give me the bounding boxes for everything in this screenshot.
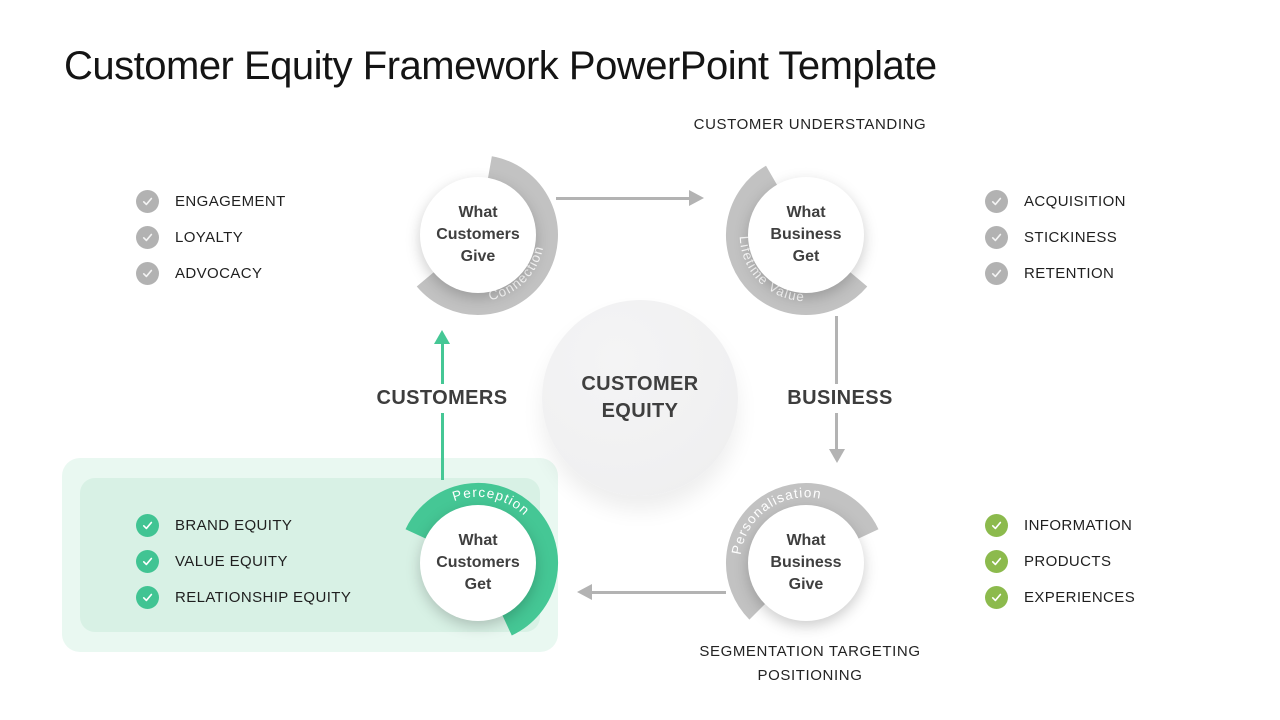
- node-graphic: Lifetime Value: [726, 165, 868, 316]
- check-circle-icon: [136, 261, 159, 285]
- list-customers-give: ENGAGEMENT LOYALTY ADVOCACY: [136, 183, 286, 291]
- list-item-label: RELATIONSHIP EQUITY: [175, 588, 352, 606]
- list-item: LOYALTY: [136, 219, 286, 255]
- check-circle-icon: [136, 513, 159, 537]
- lifetime-value-arc: [726, 165, 868, 316]
- arrow-up-icon: [434, 330, 450, 344]
- node-label-what-customers-give: What Customers Give: [436, 204, 520, 265]
- check-circle-icon: [136, 585, 159, 609]
- list-item-label: ADVOCACY: [175, 264, 263, 282]
- list-item-label: LOYALTY: [175, 228, 244, 246]
- arrow-right-icon: [689, 190, 704, 206]
- node-graphic: Perception: [405, 482, 559, 636]
- list-customer-equity-types: BRAND EQUITY VALUE EQUITY RELATIONSHIP E…: [136, 507, 351, 615]
- check-circle-icon: [985, 189, 1008, 213]
- list-item: RELATIONSHIP EQUITY: [136, 579, 351, 615]
- check-circle-icon: [985, 585, 1008, 609]
- arrow-down-icon: [829, 449, 845, 463]
- arrow-line-top: [556, 197, 690, 200]
- node-label-what-customers-get: What Customers Get: [436, 532, 520, 593]
- list-item-label: STICKINESS: [1024, 228, 1118, 246]
- check-circle-icon: [136, 549, 159, 573]
- node-circle: [748, 177, 864, 293]
- list-item: INFORMATION: [985, 507, 1135, 543]
- customer-equity-label: CUSTOMER EQUITY: [581, 373, 699, 422]
- node-graphic: Personalisation: [726, 483, 879, 621]
- check-circle-icon: [985, 513, 1008, 537]
- node-graphic: Connection: [416, 156, 558, 315]
- list-item-label: INFORMATION: [1024, 516, 1133, 534]
- axis-label-customers: CUSTOMERS: [368, 384, 516, 413]
- check-circle-icon: [136, 189, 159, 213]
- arrow-line-bottom: [590, 591, 726, 594]
- check-circle-icon: [985, 225, 1008, 249]
- connection-arc: [416, 156, 558, 315]
- list-item: RETENTION: [985, 255, 1126, 291]
- arrow-left-icon: [577, 584, 592, 600]
- node-what-customers-give: Connection What Customers Give: [393, 150, 563, 320]
- list-item-label: ENGAGEMENT: [175, 192, 286, 210]
- list-item-label: EXPERIENCES: [1024, 588, 1136, 606]
- list-business-give: INFORMATION PRODUCTS EXPERIENCES: [985, 507, 1135, 615]
- list-item-label: ACQUISITION: [1024, 192, 1126, 210]
- axis-label-business: BUSINESS: [780, 384, 900, 413]
- customer-equity-circle: CUSTOMER EQUITY: [542, 300, 738, 496]
- node-label-what-business-get: What Business Get: [770, 204, 842, 265]
- node-what-business-give: Personalisation What Business Give: [721, 478, 891, 648]
- list-item: EXPERIENCES: [985, 579, 1135, 615]
- list-item-label: PRODUCTS: [1024, 552, 1112, 570]
- node-what-business-get: Lifetime Value What Business Get: [721, 150, 891, 320]
- list-business-get: ACQUISITION STICKINESS RETENTION: [985, 183, 1126, 291]
- list-item: VALUE EQUITY: [136, 543, 351, 579]
- list-item: PRODUCTS: [985, 543, 1135, 579]
- node-circle: [420, 177, 536, 293]
- list-item-label: BRAND EQUITY: [175, 516, 293, 534]
- perception-arc: [405, 482, 559, 636]
- arrow-line-right: [835, 316, 838, 451]
- check-circle-icon: [985, 549, 1008, 573]
- list-item: BRAND EQUITY: [136, 507, 351, 543]
- list-item-label: VALUE EQUITY: [175, 552, 288, 570]
- list-item: STICKINESS: [985, 219, 1126, 255]
- caption-customer-understanding: CUSTOMER UNDERSTANDING: [693, 116, 927, 133]
- list-item: ENGAGEMENT: [136, 183, 286, 219]
- check-circle-icon: [985, 261, 1008, 285]
- caption-segmentation-targeting-positioning: SEGMENTATION TARGETING POSITIONING: [699, 643, 921, 684]
- node-what-customers-get: Perception What Customers Get: [393, 478, 563, 648]
- list-item: ACQUISITION: [985, 183, 1126, 219]
- personalisation-arc: [726, 483, 879, 620]
- node-circle: [420, 505, 536, 621]
- check-circle-icon: [136, 225, 159, 249]
- node-circle: [748, 505, 864, 621]
- list-item-label: RETENTION: [1024, 264, 1115, 282]
- node-label-what-business-give: What Business Give: [770, 532, 842, 593]
- slide-title: Customer Equity Framework PowerPoint Tem…: [64, 44, 937, 88]
- list-item: ADVOCACY: [136, 255, 286, 291]
